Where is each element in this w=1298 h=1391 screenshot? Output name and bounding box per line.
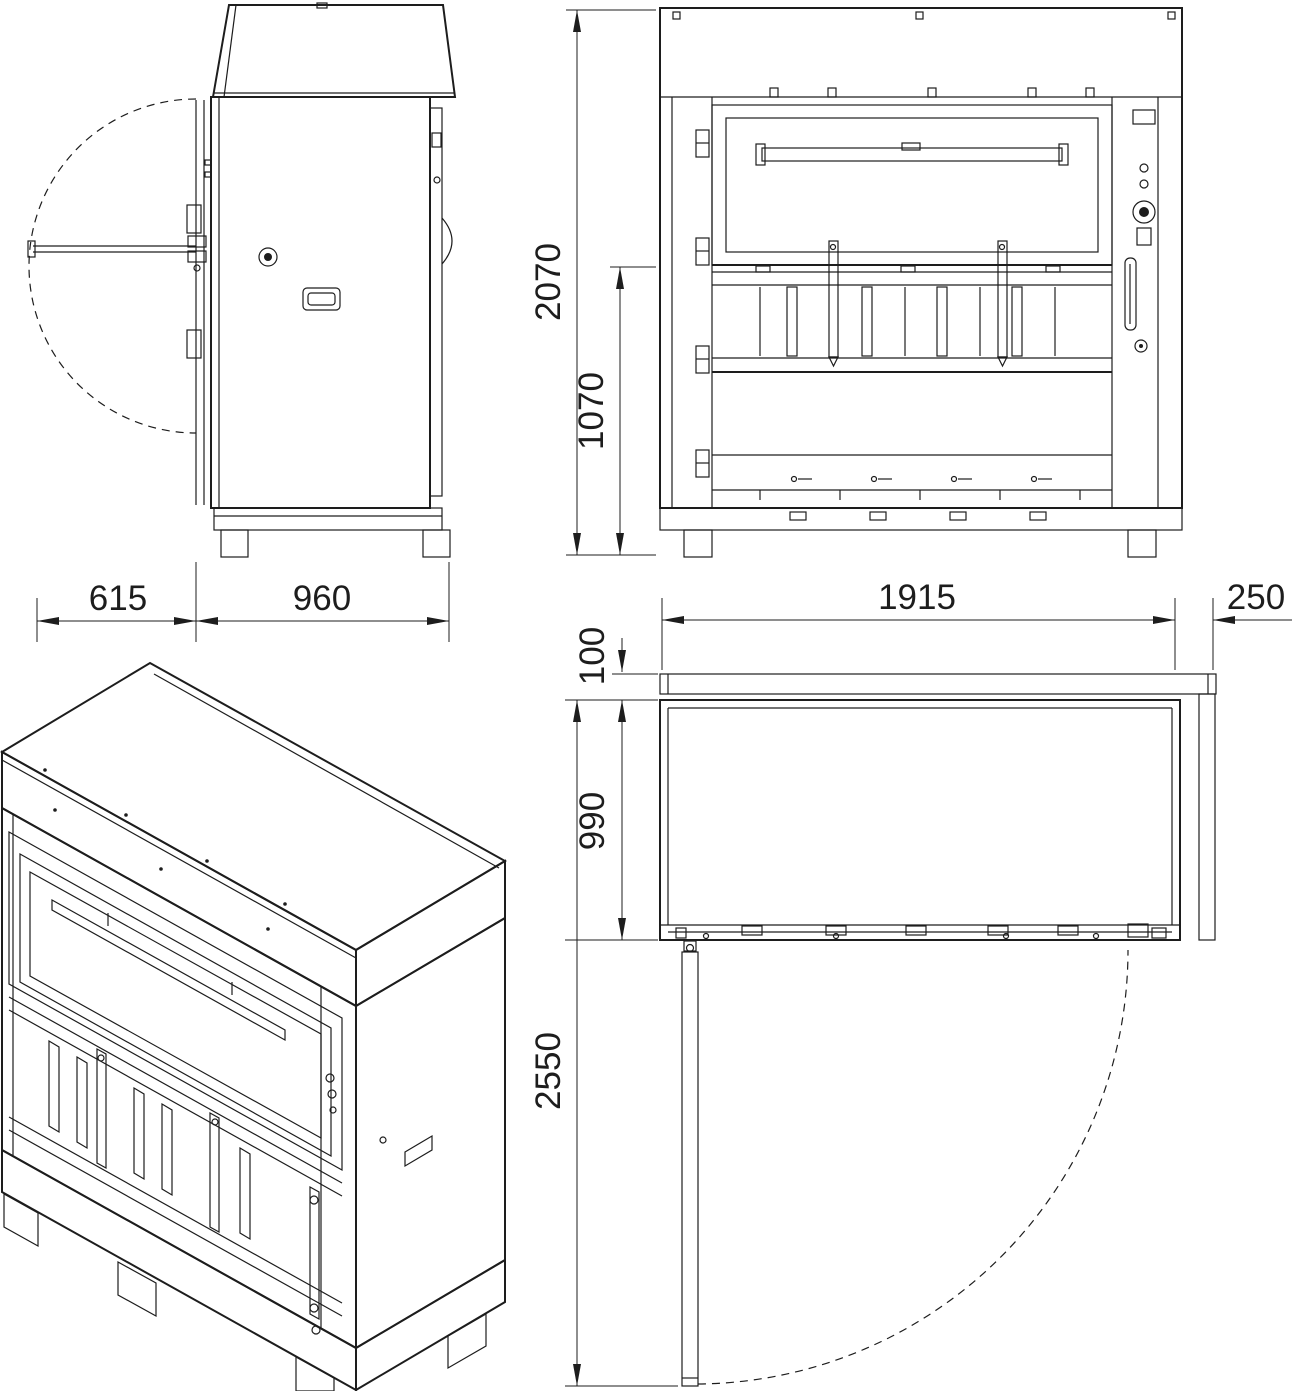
door-knob (258, 247, 278, 267)
hood-side (211, 2, 457, 98)
side-view-dimensions: 615 960 (36, 562, 450, 642)
machine-footprint (659, 699, 1181, 941)
door-hinges-side (186, 204, 202, 359)
iso-straps (48, 1039, 251, 1241)
side-view (27, 2, 457, 558)
base-front (659, 507, 1183, 558)
base-side (213, 507, 451, 558)
dim-100: 100 (573, 627, 612, 685)
dim-250: 250 (1227, 578, 1285, 617)
plan-view-dimensions: 1915 250 100 990 2550 (529, 578, 1292, 1387)
partition-slats (712, 286, 1112, 373)
front-frame-lines (671, 97, 1159, 508)
iso-mid-rails (8, 996, 343, 1317)
door-latch-cluster (187, 235, 207, 272)
dim-2550: 2550 (529, 1032, 568, 1110)
dim-1915: 1915 (878, 578, 956, 617)
isometric-view (0, 661, 507, 1391)
door-handle-plate (302, 287, 341, 311)
lower-door-panel (712, 454, 1112, 500)
dim-2070: 2070 (529, 243, 568, 321)
iso-indicator-lights (325, 1073, 337, 1114)
iso-side-details (379, 1134, 433, 1168)
upper-window (711, 104, 1113, 266)
open-door-edge (27, 240, 196, 258)
cabinet-side (195, 96, 453, 509)
iso-upper-door (8, 830, 343, 1172)
dim-960: 960 (293, 579, 351, 618)
iso-base (0, 1148, 506, 1391)
side-wall-strip (1198, 693, 1216, 941)
control-panel (1124, 109, 1156, 353)
iso-door-handle (309, 1185, 321, 1335)
door-swing-arc (28, 98, 197, 434)
plan-view (659, 673, 1217, 1387)
iso-hood (0, 661, 507, 1008)
dim-1070: 1070 (572, 372, 611, 450)
mid-rail (712, 264, 1112, 286)
dim-615: 615 (89, 579, 147, 618)
strap-tensioners (828, 240, 1008, 368)
rear-wall-strip (659, 673, 1217, 695)
front-view (659, 7, 1183, 558)
door-hinges-front (695, 129, 710, 478)
hood-front (660, 11, 1182, 98)
dim-990: 990 (573, 792, 612, 850)
open-door-plan (681, 940, 1129, 1387)
front-view-dimensions: 2070 1070 (529, 9, 656, 556)
